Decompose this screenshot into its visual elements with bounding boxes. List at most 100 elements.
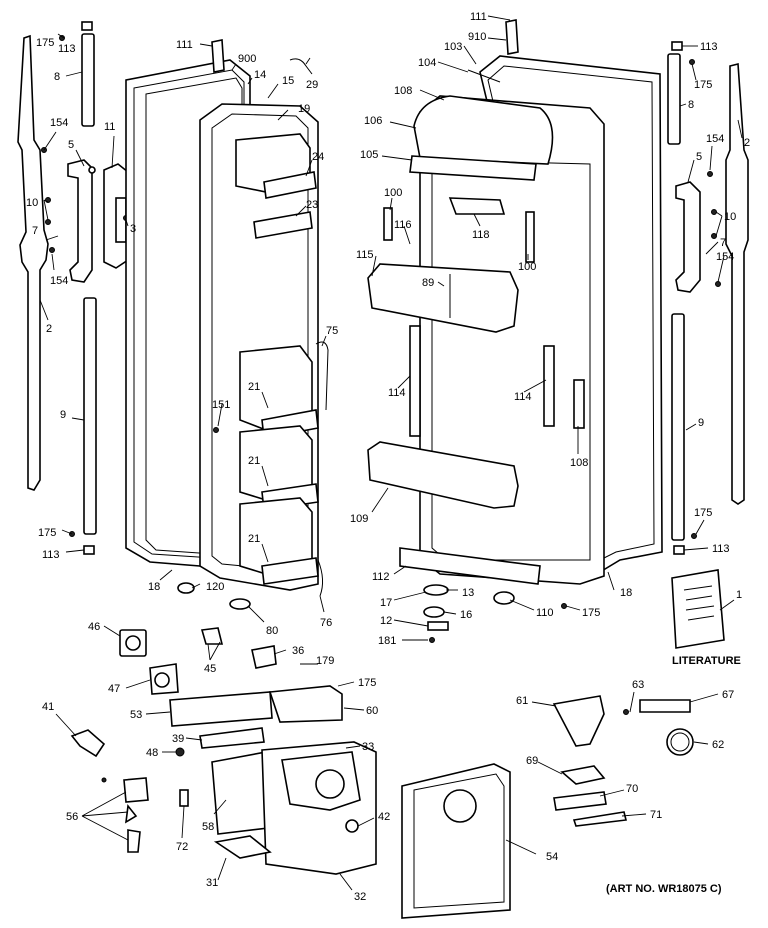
- label-900: 900: [238, 53, 256, 65]
- label-8: 8: [54, 71, 60, 83]
- dairy-compartment-106: [409, 95, 554, 181]
- label-80: 80: [266, 625, 278, 637]
- shelf-rails-114: [383, 207, 585, 437]
- left-gasket-strip-9: [83, 297, 97, 535]
- door-bins: [367, 197, 541, 585]
- label-116: 116: [394, 219, 412, 231]
- label-111: 111: [176, 39, 193, 51]
- label-53: 53: [130, 709, 142, 721]
- label-108: 108: [394, 85, 412, 97]
- label-47: 47: [108, 683, 120, 695]
- freezer-door-small-parts: [177, 39, 329, 610]
- label-106: 106: [364, 115, 382, 127]
- label-175: 175: [694, 79, 712, 91]
- label-11: 11: [104, 121, 115, 133]
- left-handle-5: [67, 159, 96, 283]
- label-21: 21: [248, 455, 260, 467]
- label-24: 24: [312, 151, 324, 163]
- label-56: 56: [66, 811, 78, 823]
- label-89: 89: [422, 277, 434, 289]
- label-175: 175: [358, 677, 376, 689]
- label-910: 910: [468, 31, 486, 43]
- literature-booklet: [671, 569, 725, 649]
- label-70: 70: [626, 783, 638, 795]
- label-151: 151: [212, 399, 230, 411]
- left-handle-cap-8: [81, 33, 95, 127]
- label-61: 61: [516, 695, 528, 707]
- left-door-trim-strip-2: [17, 34, 49, 491]
- label-109: 109: [350, 513, 368, 525]
- label-19: 19: [298, 103, 310, 115]
- label-154: 154: [706, 133, 724, 145]
- label-21: 21: [248, 381, 260, 393]
- label-154: 154: [716, 251, 734, 263]
- label-72: 72: [176, 841, 188, 853]
- leader-lines: [39, 15, 743, 891]
- label-36: 36: [292, 645, 304, 657]
- label-69: 69: [526, 755, 538, 767]
- label-71: 71: [650, 809, 662, 821]
- right-handle-5: [675, 181, 701, 293]
- screws-left: [41, 21, 129, 555]
- label-18: 18: [620, 587, 632, 599]
- label-23: 23: [306, 199, 318, 211]
- label-9: 9: [60, 409, 66, 421]
- label-110: 110: [536, 607, 554, 619]
- label-2: 2: [744, 137, 750, 149]
- label-5: 5: [68, 139, 74, 151]
- label-58: 58: [202, 821, 214, 833]
- label-112: 112: [372, 571, 390, 583]
- label-175: 175: [38, 527, 56, 539]
- screws-right: [671, 41, 721, 555]
- dispenser-cover-54: [401, 763, 511, 919]
- label-75: 75: [326, 325, 338, 337]
- label-9: 9: [698, 417, 704, 429]
- label-108: 108: [570, 457, 588, 469]
- label-60: 60: [366, 705, 378, 717]
- label-8: 8: [688, 99, 694, 111]
- label-5: 5: [696, 151, 702, 163]
- label-29: 29: [306, 79, 318, 91]
- label-13: 13: [462, 587, 474, 599]
- label-103: 103: [444, 41, 462, 53]
- label-181: 181: [378, 635, 396, 647]
- label-118: 118: [472, 229, 490, 241]
- label-175: 175: [694, 507, 712, 519]
- label-120: 120: [206, 581, 224, 593]
- label-113: 113: [42, 549, 60, 561]
- label-175: 175: [582, 607, 600, 619]
- label-18: 18: [148, 581, 160, 593]
- label-10: 10: [724, 211, 736, 223]
- right-gasket-strip-9: [671, 313, 685, 541]
- label-46: 46: [88, 621, 100, 633]
- label-54: 54: [546, 851, 558, 863]
- right-door-trim-strip-2: [725, 62, 749, 505]
- label-76: 76: [320, 617, 332, 629]
- label-48: 48: [146, 747, 158, 759]
- label-2: 2: [46, 323, 52, 335]
- label-33: 33: [362, 741, 374, 753]
- label-45: 45: [204, 663, 216, 675]
- label-7: 7: [720, 237, 726, 249]
- label-113: 113: [712, 543, 730, 555]
- label-100: 100: [384, 187, 402, 199]
- label-3: 3: [130, 223, 136, 235]
- art-number: (ART NO. WR18075 C): [606, 883, 722, 895]
- right-handle-cap-8: [667, 53, 681, 145]
- label-105: 105: [360, 149, 378, 161]
- label-113: 113: [58, 43, 76, 55]
- label-67: 67: [722, 689, 734, 701]
- label-42: 42: [378, 811, 390, 823]
- label-10: 10: [26, 197, 38, 209]
- label-63: 63: [632, 679, 644, 691]
- label-154: 154: [50, 117, 68, 129]
- fresh-food-door-small-parts: [423, 19, 567, 643]
- ice-dispenser-housing-32: [211, 741, 377, 875]
- label-114: 114: [514, 391, 532, 403]
- label-41: 41: [42, 701, 54, 713]
- label-17: 17: [380, 597, 392, 609]
- label-154: 154: [50, 275, 68, 287]
- label-111: 111: [470, 11, 487, 23]
- label-100: 100: [518, 261, 536, 273]
